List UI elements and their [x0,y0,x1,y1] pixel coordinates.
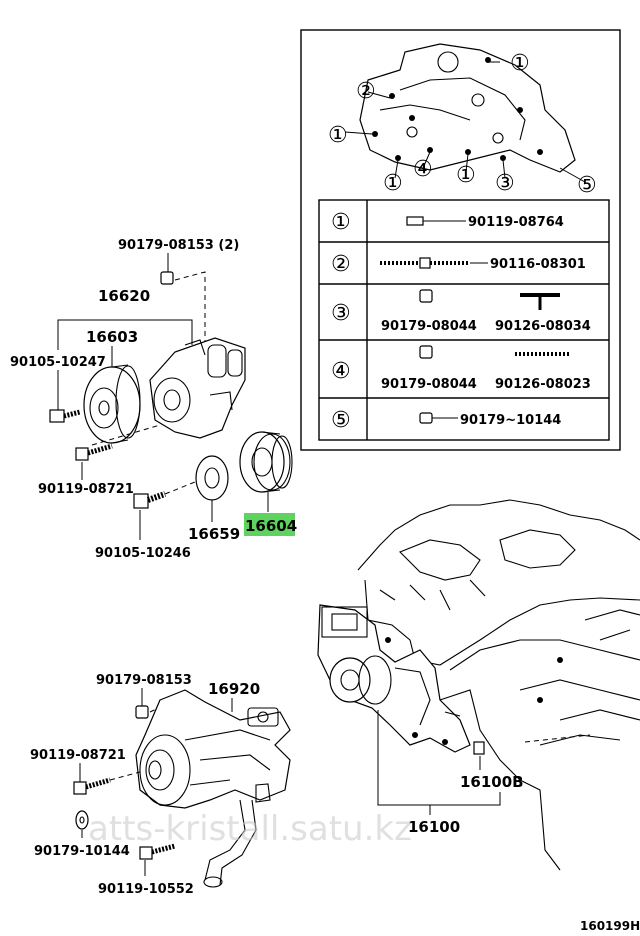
label-16920: 16920 [208,680,260,698]
row-callout: ② [331,252,351,277]
callout-4: ④ [413,157,433,182]
label-90119-08721-b: 90119-08721 [30,748,126,763]
row-callout: ④ [331,359,351,384]
label-90105-10247: 90105-10247 [10,355,106,370]
callout-1: ① [456,163,476,188]
bolt-icon [139,843,176,860]
callout-1: ① [510,51,530,76]
table-row: ⑤ 90179~10144 [331,408,561,433]
diagram-code: 160199H [580,919,640,933]
bolt-icon [73,777,111,795]
label-90179-08153: 90179-08153 [96,673,192,688]
bolt-icon [133,491,166,509]
callout-2: ② [356,79,376,104]
housing-sketch [344,43,586,183]
row-callout: ③ [331,301,351,326]
nut-icon [160,271,174,285]
bolt-icon [75,443,113,461]
part-number: 90119-08764 [468,215,564,230]
part-number: 90179-08044 [381,377,477,392]
bolt-table: ① 90119-08764 ② 90116-08301 ③ 90179-0 [318,199,610,441]
label-16620: 16620 [98,287,150,305]
pulley-16603 [83,364,141,444]
label-16604[interactable]: 16604 [245,517,297,535]
label-90105-10246: 90105-10246 [95,546,191,561]
table-row: ① 90119-08764 [331,210,564,235]
callout-5: ⑤ [577,173,597,198]
highlight-16604 [244,513,295,536]
pump-assembly-upper: 90179-08153 (2) 16620 16603 90105-10247 [10,238,297,561]
part-number: 90116-08301 [490,257,586,272]
bolt-icon [49,409,81,423]
part-number: 90126-08023 [495,377,591,392]
nut-icon [135,705,149,719]
pump-body-16620 [149,337,246,439]
pulley-16604 [239,431,293,493]
part-number: 90179-08044 [381,319,477,334]
label-16100: 16100 [408,818,460,836]
callout-1: ① [383,171,403,196]
watermark: atts-kristall.satu.kz [88,809,412,849]
row-callout: ① [331,210,351,235]
callout-1: ① [328,123,348,148]
pump-body-16920 [135,689,291,888]
housing-callouts: ② ① ① ④ ① ③ ⑤ ① [328,51,597,198]
label-90179-08153-2: 90179-08153 (2) [118,238,239,253]
label-16603: 16603 [86,328,138,346]
inset-box: ② ① ① ④ ① ③ ⑤ ① ① 90119-08764 [300,29,621,451]
label-16659: 16659 [188,525,240,543]
water-pump-16100: 16100B 16100 [317,604,524,836]
pump-assembly-lower: 90179-08153 16920 90119-08721 [30,673,291,897]
seal-16659 [195,455,229,501]
nut-icon [75,810,89,830]
label-90119-08721-a: 90119-08721 [38,482,134,497]
row-callout: ⑤ [331,408,351,433]
part-number: 90179~10144 [460,413,561,428]
engine-block [357,499,640,871]
table-row: ④ 90179-08044 90126-08023 [331,345,591,392]
callout-3: ③ [495,171,515,196]
table-row: ② 90116-08301 [331,252,586,277]
part-number: 90126-08034 [495,319,591,334]
label-90179-10144: 90179-10144 [34,844,130,859]
table-row: ③ 90179-08044 90126-08034 [331,289,591,334]
label-90119-10552: 90119-10552 [98,882,194,897]
nut-icon [473,741,485,755]
label-16100B: 16100B [460,773,524,791]
